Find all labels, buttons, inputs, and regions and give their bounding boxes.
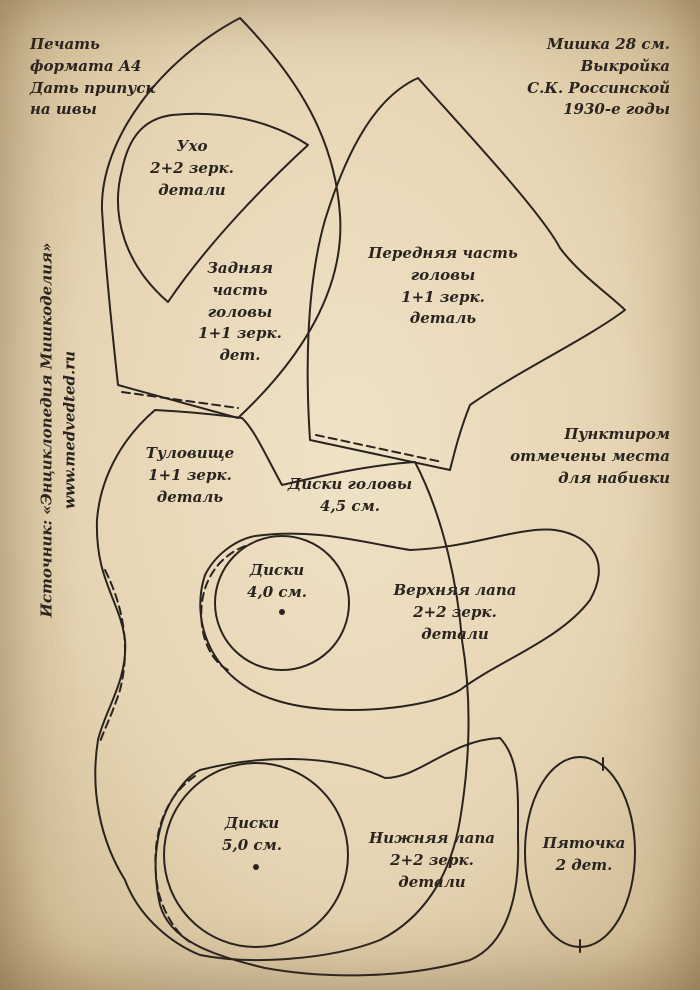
arm-discs-label: Диски 4,0 см.: [247, 561, 307, 601]
arm-disc-circle: [214, 535, 350, 671]
lower-paw-stuffing-line: [154, 775, 196, 943]
front-head-label: Передняя часть головы 1+1 зерк. деталь: [368, 244, 518, 328]
source-credit: Источник: «Энциклопедия Мишкоделия» www.…: [36, 243, 81, 618]
head-discs-label: Диски головы 4,5 см.: [287, 475, 413, 515]
title-note: Мишка 28 см. Выкройка С.К. Россинской 19…: [527, 35, 670, 119]
stuffing-note: Пунктиром отмечены места для набивки: [510, 425, 670, 487]
back-head-outline: [100, 17, 342, 419]
front-head-stuffing-line: [315, 434, 443, 463]
front-head-outline: [306, 77, 626, 471]
upper-paw-stuffing-line: [200, 545, 246, 671]
torso-label: Туловище 1+1 зерк. деталь: [145, 444, 235, 506]
leg-disc-center: [253, 864, 259, 870]
lower-paw-label: Нижняя лапа 2+2 зерк. детали: [368, 829, 496, 891]
source-line-1: Источник: «Энциклопедия Мишкоделия»: [37, 242, 56, 618]
source-line-2: www.medvedted.ru: [60, 350, 78, 510]
ear-outline: [117, 112, 309, 303]
arm-disc-center: [279, 609, 285, 615]
back-head-label: Задняя часть головы 1+1 зерк. дет.: [198, 259, 282, 364]
leg-disc-circle: [163, 762, 349, 948]
back-head-stuffing-line: [121, 391, 239, 409]
lower-paw-outline: [154, 737, 520, 977]
ear-label: Ухо 2+2 зерк. детали: [150, 137, 234, 199]
upper-paw-label: Верхняя лапа 2+2 зерк. детали: [393, 581, 517, 643]
leg-discs-label: Диски 5,0 см.: [222, 814, 282, 854]
torso-stuffing-line: [99, 569, 126, 743]
print-note: Печать формата А4 Дать припуск на швы: [30, 35, 156, 119]
heel-label: Пяточка 2 дет.: [542, 834, 626, 874]
